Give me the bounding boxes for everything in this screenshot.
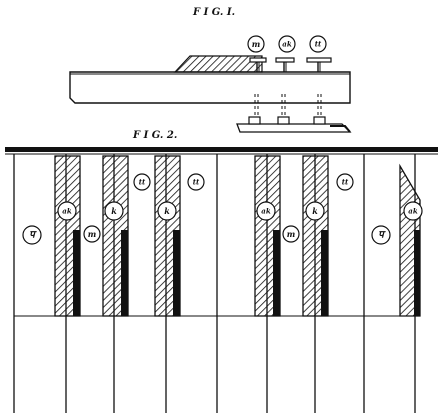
svg-text:ak: ak <box>261 207 271 216</box>
svg-text:tt: tt <box>342 178 349 187</box>
fig1-key-body <box>69 71 351 104</box>
fig1-label-ak: ak <box>278 35 296 53</box>
figure-1: F I G. I. m ak <box>69 7 352 133</box>
figure-2: F I G. 2. <box>5 130 438 413</box>
fig1-title: F I G. I. <box>192 7 235 18</box>
svg-text:k: k <box>312 206 318 216</box>
key-label-k-2: k <box>157 201 177 221</box>
fig1-plunger-1 <box>249 57 267 72</box>
fig1-hatched-block <box>173 55 263 73</box>
key-label-ak-3: ak <box>403 201 423 221</box>
key-label-tt-3: tt <box>336 173 354 191</box>
key-label-tt-1: tt <box>133 173 151 191</box>
svg-text:k: k <box>164 206 170 216</box>
black-key-3 <box>154 155 181 317</box>
svg-text:ak: ak <box>282 40 292 49</box>
key-label-m-2: m <box>282 225 300 243</box>
fig1-label-m: m <box>247 35 265 53</box>
black-key-6-partial <box>399 163 421 317</box>
black-key-1 <box>54 155 81 317</box>
black-key-2 <box>102 155 129 317</box>
fig1-contact-bar <box>236 116 352 133</box>
svg-text:ak: ak <box>408 207 418 216</box>
black-key-4 <box>254 155 281 317</box>
svg-text:k: k <box>111 206 117 216</box>
svg-text:प: प <box>29 230 37 241</box>
fig1-label-tt: tt <box>309 35 327 53</box>
svg-text:m: m <box>252 39 260 49</box>
key-label-m-1: m <box>83 225 101 243</box>
key-label-tt-2: tt <box>187 173 205 191</box>
key-label-ak-1: ak <box>57 201 77 221</box>
svg-text:tt: tt <box>315 40 322 49</box>
svg-text:m: m <box>287 229 295 239</box>
fig1-dashed-guides <box>254 94 322 118</box>
key-label-ak-2: ak <box>256 201 276 221</box>
svg-text:प: प <box>378 230 386 241</box>
keyboard-rail <box>5 147 438 152</box>
fig2-title: F I G. 2. <box>132 130 177 141</box>
svg-text:ak: ak <box>62 207 72 216</box>
key-label-pa-1: प <box>22 225 42 245</box>
fig1-plunger-2 <box>275 57 295 72</box>
svg-text:tt: tt <box>193 178 200 187</box>
key-label-k-3: k <box>305 201 325 221</box>
svg-text:m: m <box>88 229 96 239</box>
black-key-5 <box>302 155 329 317</box>
key-label-pa-2: प <box>371 225 391 245</box>
key-label-k-1: k <box>104 201 124 221</box>
svg-text:tt: tt <box>139 178 146 187</box>
fig1-plunger-3 <box>306 57 332 72</box>
